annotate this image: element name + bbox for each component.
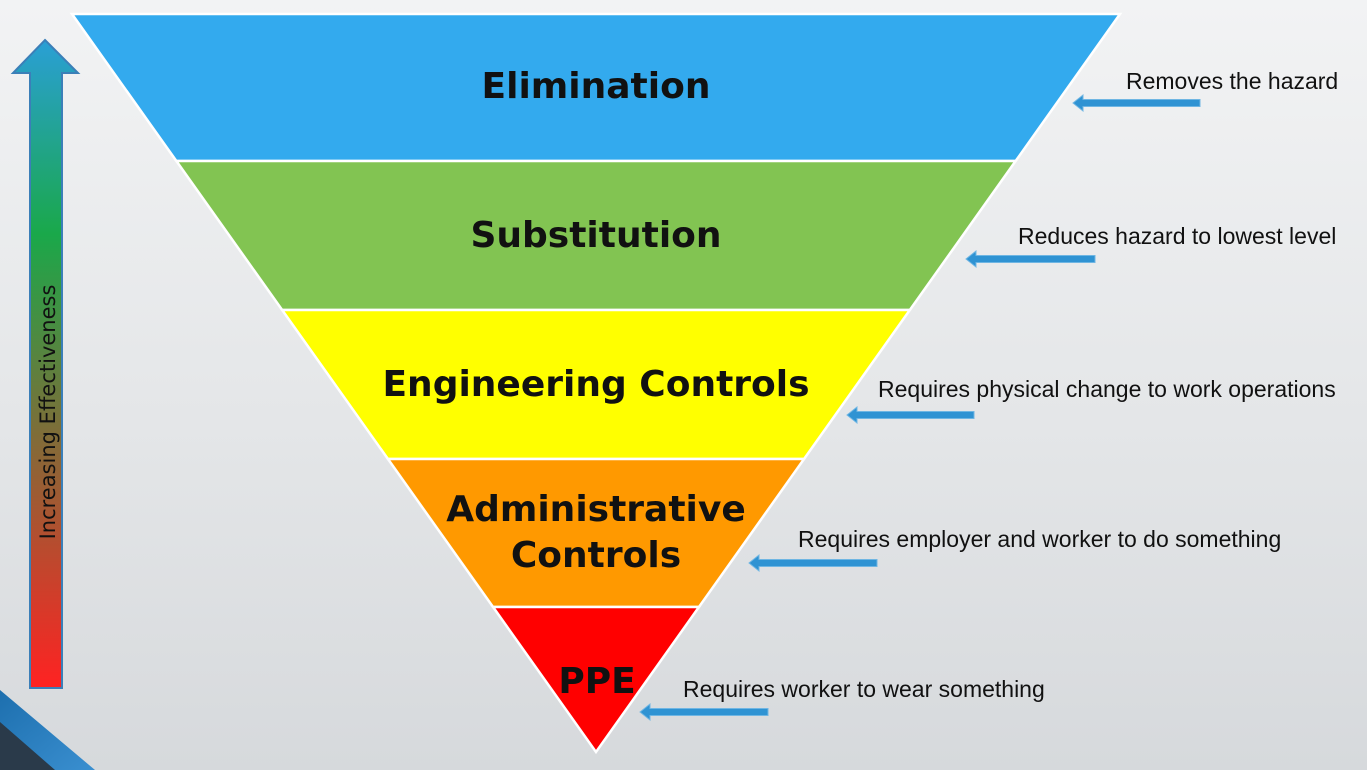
note-engineering-controls-text: Requires physical change to work operati… — [878, 376, 1336, 402]
note-substitution-arrow-icon — [965, 249, 1096, 269]
note-elimination: Removes the hazard — [1072, 68, 1338, 113]
note-administrative-controls-arrow-icon — [748, 553, 878, 573]
level-engineering-controls: Engineering Controls — [279, 308, 913, 461]
note-ppe-text: Requires worker to wear something — [683, 676, 1045, 702]
level-administrative-controls-label-line-1: Administrative — [446, 489, 746, 530]
level-ppe-label-line-1: PPE — [558, 661, 635, 702]
level-administrative-controls-band — [385, 457, 807, 609]
level-administrative-controls-label-line-2: Controls — [511, 535, 681, 576]
level-ppe: PPE — [490, 605, 702, 755]
note-substitution-text: Reduces hazard to lowest level — [1018, 223, 1336, 249]
note-elimination-arrow-icon — [1072, 93, 1201, 113]
level-ppe-band — [490, 605, 702, 755]
note-engineering-controls-arrow-icon — [846, 405, 975, 425]
effectiveness-axis-label: Increasing Effectiveness — [36, 285, 60, 540]
note-substitution: Reduces hazard to lowest level — [965, 223, 1336, 269]
note-ppe-arrow-icon — [639, 702, 769, 722]
note-administrative-controls: Requires employer and worker to do somet… — [748, 526, 1281, 573]
level-substitution: Substitution — [173, 159, 1019, 312]
note-elimination-text: Removes the hazard — [1126, 68, 1338, 94]
effectiveness-arrow-shape — [10, 38, 81, 689]
level-elimination-label-line-1: Elimination — [482, 66, 711, 107]
effectiveness-arrow: Increasing Effectiveness — [10, 38, 81, 689]
level-substitution-label-line-1: Substitution — [470, 215, 721, 256]
level-engineering-controls-label-line-1: Engineering Controls — [382, 364, 809, 405]
corner-decoration — [0, 690, 95, 770]
note-engineering-controls: Requires physical change to work operati… — [846, 376, 1336, 425]
note-administrative-controls-text: Requires employer and worker to do somet… — [798, 526, 1281, 552]
note-ppe: Requires worker to wear something — [639, 676, 1045, 722]
level-elimination: Elimination — [69, 12, 1123, 163]
